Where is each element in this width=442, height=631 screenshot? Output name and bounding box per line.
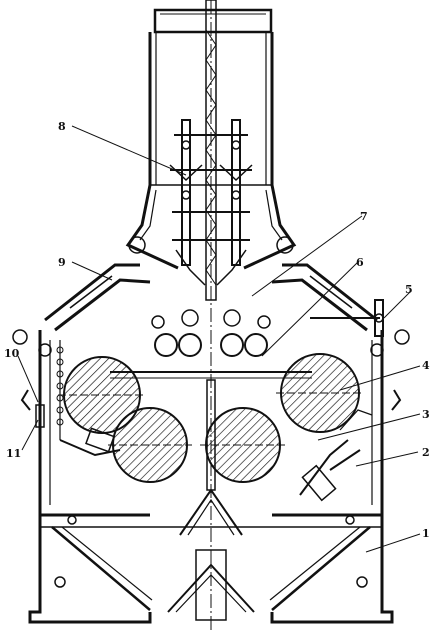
upper-right-roll: [276, 353, 364, 433]
label-7: 7: [360, 210, 368, 223]
lower-right-roll: [200, 407, 286, 483]
label-1: 1: [422, 527, 430, 540]
label-3: 3: [422, 408, 430, 421]
central-shaft: [205, 0, 217, 301]
handwheel: [310, 299, 384, 337]
side-chain: [20, 340, 402, 440]
label-10: 10: [4, 347, 20, 360]
label-11: 11: [6, 447, 21, 460]
top-hopper: [125, 8, 297, 270]
label-8: 8: [58, 120, 66, 133]
label-2: 2: [422, 446, 430, 459]
label-6: 6: [356, 256, 364, 269]
upper-side-plates: [44, 236, 378, 332]
label-4: 4: [422, 359, 430, 372]
base-hopper: [28, 515, 394, 624]
lower-left-roll: [108, 407, 192, 483]
leader-lines: [17, 125, 421, 553]
label-5: 5: [405, 283, 413, 296]
center-divider: [179, 379, 243, 536]
adjusting-screws: [59, 409, 373, 502]
label-9: 9: [58, 256, 66, 269]
feed-rolls: [151, 309, 271, 357]
